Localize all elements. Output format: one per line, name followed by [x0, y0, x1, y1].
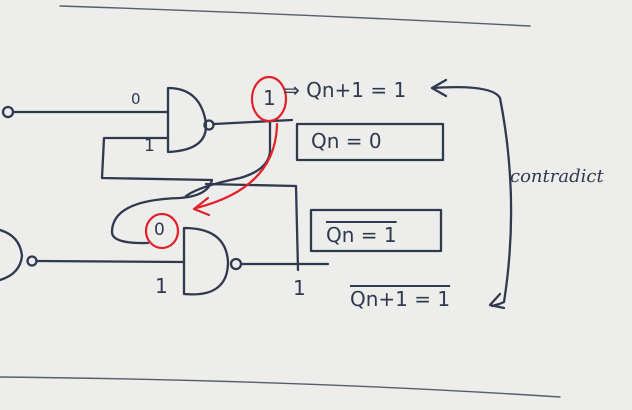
- contradiction-arrowhead-bottom: [488, 292, 506, 310]
- propagation-arrow: [194, 122, 279, 210]
- qn1-bar-eq: Qn+1 = 1: [350, 287, 451, 311]
- top-output-value: 1: [263, 86, 276, 110]
- bottom-nand-gate: [182, 226, 230, 296]
- bottom-feedback-value: 0: [154, 220, 165, 240]
- page-rule-top: [59, 5, 531, 27]
- page-rule-bottom: [0, 376, 561, 398]
- top-output-highlight-circle: [250, 75, 288, 123]
- contradiction-arrowhead-top: [430, 78, 448, 98]
- qn-box: [295, 122, 445, 162]
- top-output-wire: [212, 118, 294, 126]
- bottom-feedback-wire: [204, 182, 300, 272]
- top-input-bubble: [1, 105, 15, 119]
- top-input-value: 0: [131, 90, 141, 108]
- bottom-nand-bubble: [229, 257, 243, 271]
- qn-bar-box-text: Qn = 1: [326, 223, 397, 247]
- bottom-input-value: 1: [155, 274, 168, 298]
- qn-bar-box: [309, 208, 443, 253]
- bottom-input-wire: [35, 259, 186, 264]
- top-output-eq: ⇒ Qn+1 = 1: [283, 78, 407, 102]
- qn-box-text: Qn = 0: [311, 129, 382, 153]
- top-feedback-value: 1: [144, 136, 155, 156]
- contradiction-text: contradict: [510, 166, 604, 187]
- bottom-feedback-highlight-circle: [144, 212, 180, 250]
- bottom-output-value: 1: [293, 276, 306, 300]
- propagation-arrowhead: [192, 196, 211, 217]
- bottom-left-gate-arc: [0, 228, 24, 282]
- contradiction-bracket: [430, 85, 513, 308]
- top-nand-gate: [166, 86, 208, 154]
- bottom-input-bubble: [26, 255, 38, 267]
